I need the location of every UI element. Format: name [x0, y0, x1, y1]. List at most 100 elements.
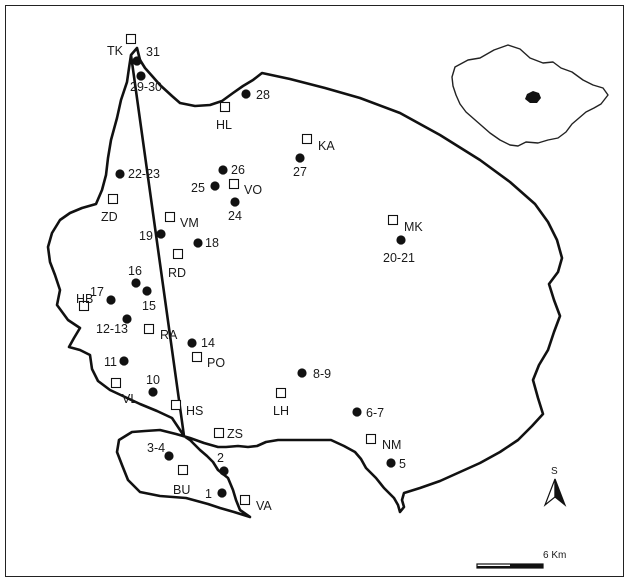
site-marker-1: 1 [205, 487, 227, 501]
town-label: RA [160, 328, 178, 342]
filled-circle-icon [219, 466, 229, 476]
town-marker-MK: MK [387, 214, 423, 234]
filled-circle-icon [241, 89, 251, 99]
site-marker-18: 18 [193, 236, 219, 250]
country-outline-inset [451, 44, 609, 147]
site-marker-12-13: 12-13 [96, 314, 132, 336]
site-label: 22-23 [128, 167, 160, 181]
filled-circle-icon [164, 451, 174, 461]
town-marker-ZS: ZS [213, 427, 243, 441]
filled-circle-icon [131, 278, 141, 288]
town-label: VM [180, 216, 199, 230]
town-label: RD [168, 266, 186, 280]
site-marker-25: 25 [191, 181, 220, 195]
site-marker-22-23: 22-23 [115, 167, 160, 181]
site-label: 20-21 [383, 251, 415, 265]
town-label: VA [256, 499, 272, 513]
town-marker-VM: VM [164, 211, 199, 230]
site-marker-29-30: 29-30 [130, 71, 162, 94]
town-label: NM [382, 438, 401, 452]
open-square-icon [239, 494, 251, 506]
open-square-icon [107, 193, 119, 205]
site-label: 5 [399, 457, 406, 471]
filled-circle-icon [386, 458, 396, 468]
site-label: 19 [139, 229, 153, 243]
site-label: 28 [256, 88, 270, 102]
open-square-icon [78, 300, 90, 312]
site-marker-8-9: 8-9 [297, 367, 331, 381]
site-marker-17: 17 [90, 285, 116, 305]
open-square-icon [275, 387, 287, 399]
sites-layer: 31 29-30 28 26 25 24 27 22-23 19 18 20-21 16 17 1 5 12-… [90, 45, 415, 501]
site-label: 29-30 [130, 80, 162, 94]
open-square-icon [228, 178, 240, 190]
open-square-icon [191, 351, 203, 363]
site-label: 10 [146, 373, 160, 387]
map-frame [5, 5, 624, 577]
town-label: TK [107, 44, 124, 58]
town-marker-ZD: ZD [101, 193, 119, 224]
filled-circle-icon [106, 295, 116, 305]
town-marker-VO: VO [228, 178, 262, 197]
town-marker-BU: BU [173, 464, 190, 497]
site-label: 17 [90, 285, 104, 299]
site-label: 26 [231, 163, 245, 177]
town-marker-KA: KA [301, 133, 335, 153]
filled-circle-icon [136, 71, 146, 81]
site-label: 24 [228, 209, 242, 223]
filled-circle-icon [217, 488, 227, 498]
filled-circle-icon [210, 181, 220, 191]
scale-bar: 6 Km [476, 550, 566, 569]
site-label: 18 [205, 236, 219, 250]
town-marker-HL: HL [216, 101, 232, 132]
town-marker-HB: HB [76, 292, 93, 312]
town-marker-VA: VA [239, 494, 272, 513]
site-marker-11: 11 [104, 355, 129, 369]
town-marker-NM: NM [365, 433, 401, 452]
site-label: 14 [201, 336, 215, 350]
open-square-icon [213, 427, 225, 439]
town-label: MK [404, 220, 423, 234]
site-marker-27: 27 [293, 153, 307, 179]
filled-circle-icon [132, 56, 142, 66]
filled-circle-icon [122, 314, 132, 324]
town-marker-RD: RD [168, 248, 186, 280]
town-label: BU [173, 483, 190, 497]
filled-circle-icon [218, 165, 228, 175]
open-square-icon [164, 211, 176, 223]
site-label: 11 [104, 355, 117, 369]
town-marker-RA: RA [143, 323, 178, 342]
filled-circle-icon [156, 229, 166, 239]
open-square-icon [110, 377, 122, 389]
site-label: 8-9 [313, 367, 331, 381]
town-label: KA [318, 139, 335, 153]
inset-region-highlight [525, 91, 541, 103]
site-marker-3-4: 3-4 [147, 441, 174, 461]
site-label: 16 [128, 264, 142, 278]
site-marker-5: 5 [386, 457, 406, 471]
open-square-icon [170, 399, 182, 411]
open-square-icon [387, 214, 399, 226]
town-label: PO [207, 356, 225, 370]
open-square-icon [143, 323, 155, 335]
north-arrow-label: S [551, 466, 558, 477]
open-square-icon [177, 464, 189, 476]
filled-circle-icon [352, 407, 362, 417]
filled-circle-icon [297, 368, 307, 378]
town-marker-TK: TK [107, 33, 137, 58]
town-marker-HS: HS [170, 399, 203, 418]
site-label: 27 [293, 165, 307, 179]
filled-circle-icon [115, 169, 125, 179]
site-label: 31 [146, 45, 160, 59]
open-square-icon [365, 433, 377, 445]
site-marker-28: 28 [241, 88, 270, 102]
scale-bar-label: 6 Km [543, 550, 566, 561]
town-marker-VL: VL [110, 377, 137, 406]
towns-layer: TK HL KA VO ZD VM MK RD HB RA PO VL HS LH ZS NM BU VA [76, 33, 423, 513]
site-marker-16: 16 [128, 264, 142, 288]
filled-circle-icon [295, 153, 305, 163]
town-label: HS [186, 404, 203, 418]
town-label: LH [273, 404, 289, 418]
town-label: ZD [101, 210, 118, 224]
filled-circle-icon [142, 286, 152, 296]
